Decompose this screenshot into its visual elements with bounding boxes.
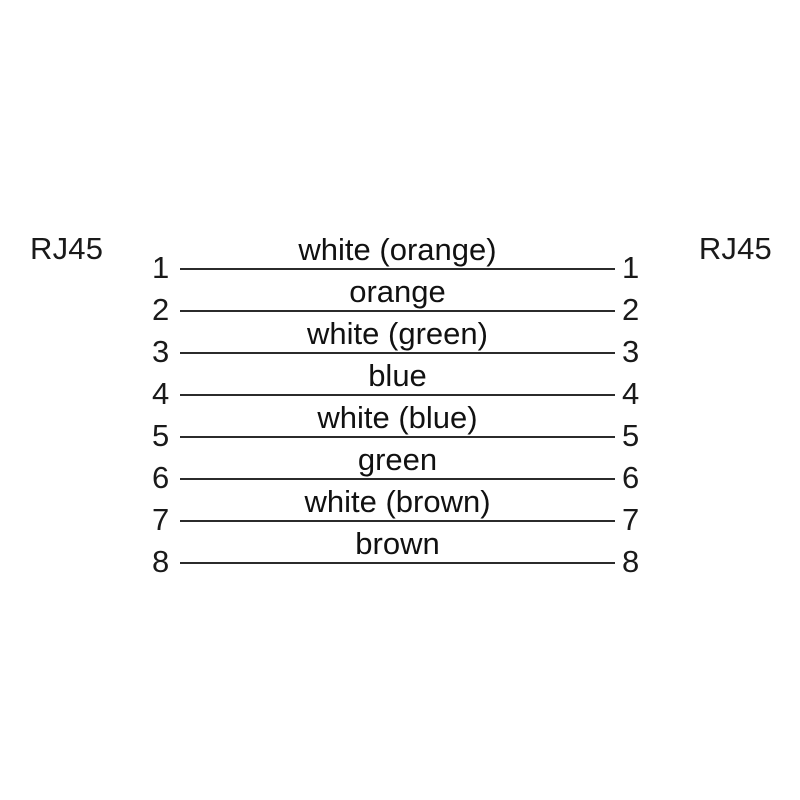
wire-line <box>180 520 615 522</box>
right-pin-number: 7 <box>622 502 640 537</box>
left-pin-number: 7 <box>152 502 170 537</box>
wire-line <box>180 352 615 354</box>
right-pin-number: 5 <box>622 418 640 453</box>
wire-color-label: orange <box>349 274 446 309</box>
wire-color-label: green <box>357 442 438 477</box>
wire-color-label: blue <box>368 358 427 393</box>
right-pin-number: 3 <box>622 334 640 369</box>
right-pin-number: 6 <box>622 460 640 495</box>
wire-line <box>180 268 615 270</box>
left-pin-number: 6 <box>152 460 170 495</box>
wire-line <box>180 436 615 438</box>
left-pin-number: 4 <box>152 376 170 411</box>
wire-color-label: white (blue) <box>317 400 478 435</box>
wire-color-label: white (orange) <box>298 232 497 267</box>
wire-color-label: white (brown) <box>304 484 491 519</box>
left-pin-number: 5 <box>152 418 170 453</box>
wire-line <box>180 562 615 564</box>
left-pin-number: 1 <box>152 250 170 285</box>
right-connector-label: RJ45 <box>698 231 772 266</box>
wire-line <box>180 478 615 480</box>
wire-line <box>180 394 615 396</box>
right-pin-number: 2 <box>622 292 640 327</box>
wire-color-label: white (green) <box>307 316 488 351</box>
right-pin-number: 1 <box>622 250 640 285</box>
left-pin-number: 3 <box>152 334 170 369</box>
left-connector-label: RJ45 <box>30 231 104 266</box>
left-pin-number: 8 <box>152 544 170 579</box>
wire-line <box>180 310 615 312</box>
wire-color-label: brown <box>355 526 440 561</box>
right-pin-number: 4 <box>622 376 640 411</box>
right-pin-number: 8 <box>622 544 640 579</box>
left-pin-number: 2 <box>152 292 170 327</box>
